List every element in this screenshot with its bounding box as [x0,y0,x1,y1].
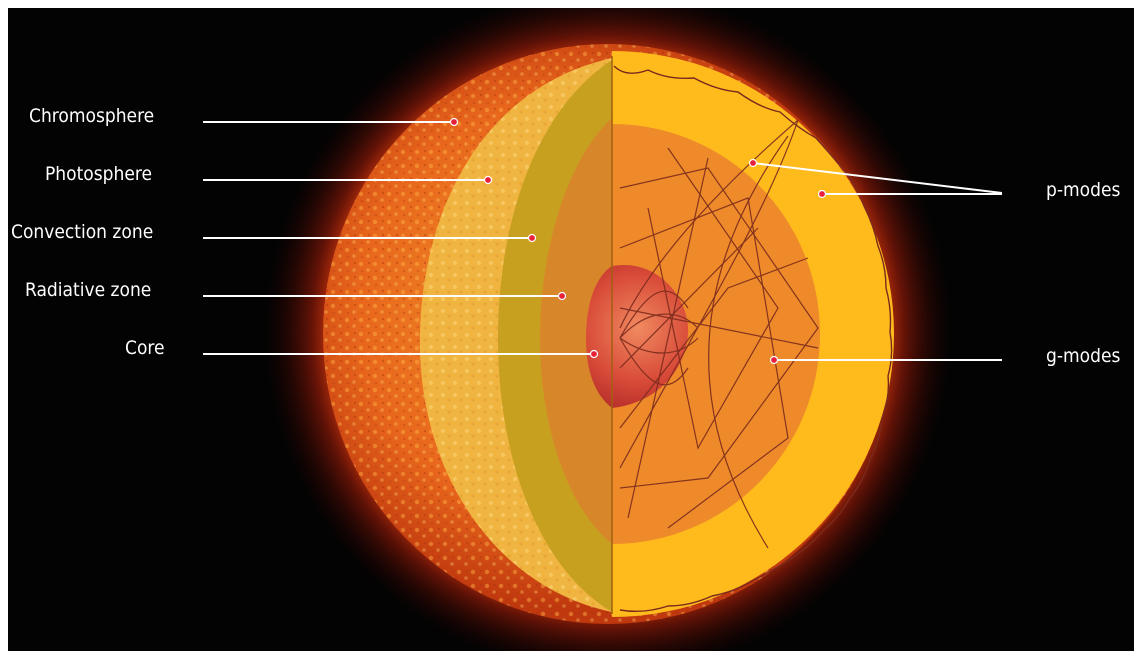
marker-radiative-zone [557,291,567,301]
p-mode-arcs [613,65,893,613]
label-chromosphere: Chromosphere [29,105,155,127]
sun-cross-section-illustration [203,8,1003,651]
label-photosphere: Photosphere [45,163,152,185]
radiative-zone-section [612,124,820,544]
marker-photosphere [483,175,493,185]
leader-line-p-modes-a [752,162,1003,194]
label-core: Core [125,337,165,359]
sun-diagram: Chromosphere Photosphere Convection zone… [8,8,1134,651]
marker-p-modes-a [748,158,758,168]
radiative-zone-layer-left [540,118,612,544]
marker-dots [449,117,827,365]
marker-convection-zone [527,233,537,243]
label-radiative-zone: Radiative zone [25,279,152,301]
marker-core [589,349,599,359]
marker-g-modes [769,355,779,365]
leader-lines [203,121,1003,361]
label-g-modes: g-modes [1046,345,1121,367]
label-p-modes: p-modes [1046,179,1121,201]
marker-chromosphere [449,117,459,127]
marker-p-modes-b [817,189,827,199]
mode-ray-paths [619,119,819,549]
label-convection-zone: Convection zone [11,221,154,243]
